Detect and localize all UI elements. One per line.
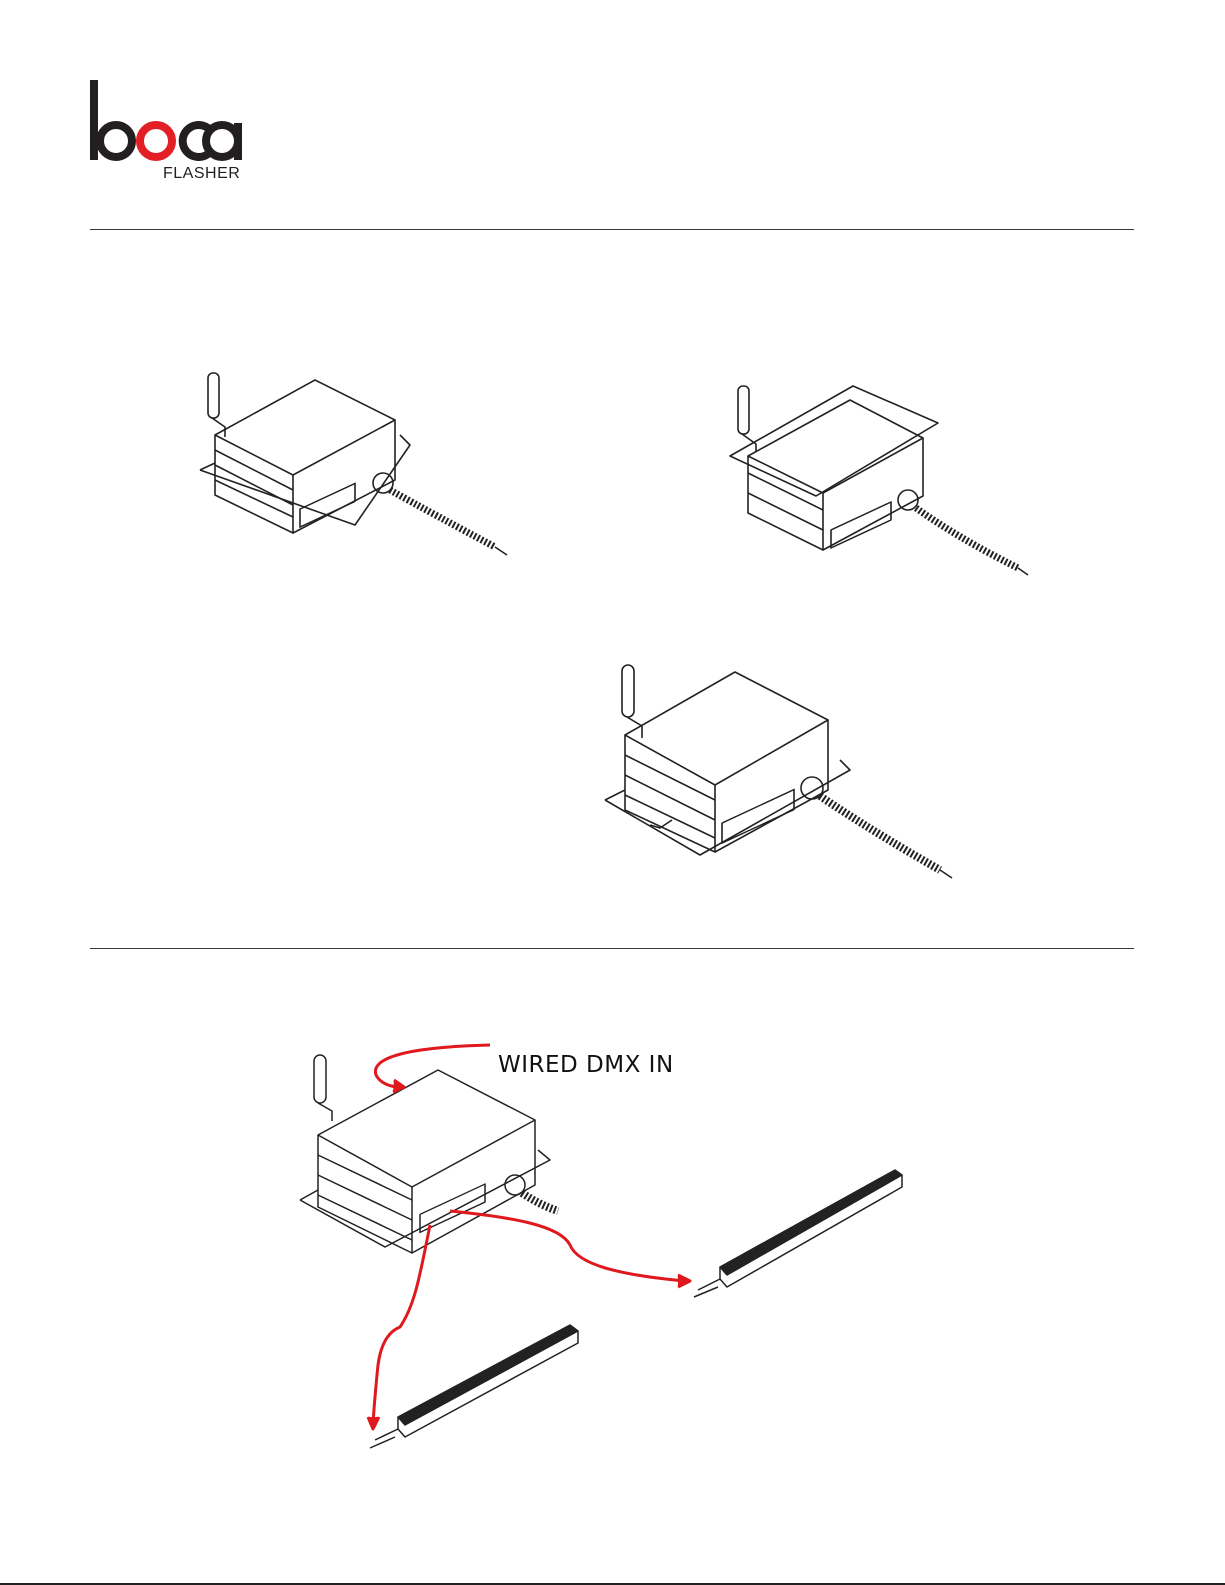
dmx-receiver-narrow-bracket-illustration — [195, 365, 515, 565]
wired-dmx-connection-diagram — [290, 1035, 930, 1475]
linear-light-right-illustration — [694, 1170, 902, 1297]
wired-dmx-in-label: WIRED DMX IN — [498, 1052, 674, 1078]
section-divider-top — [90, 229, 1134, 230]
boca-flasher-logo: FLASHER — [88, 78, 248, 182]
antenna-icon — [208, 373, 225, 437]
dmx-receiver-flat-plate-illustration — [728, 378, 1048, 583]
dmx-receiver-wide-bracket-illustration — [600, 660, 965, 885]
dmx-signal-arrows — [368, 1045, 690, 1429]
section-divider-middle — [90, 948, 1134, 949]
logo-mark — [90, 80, 242, 160]
linear-light-left-illustration — [370, 1325, 578, 1448]
logo-subtitle: FLASHER — [163, 165, 240, 182]
dmx-receiver-illustration — [300, 1055, 558, 1253]
antenna-icon — [314, 1055, 332, 1121]
